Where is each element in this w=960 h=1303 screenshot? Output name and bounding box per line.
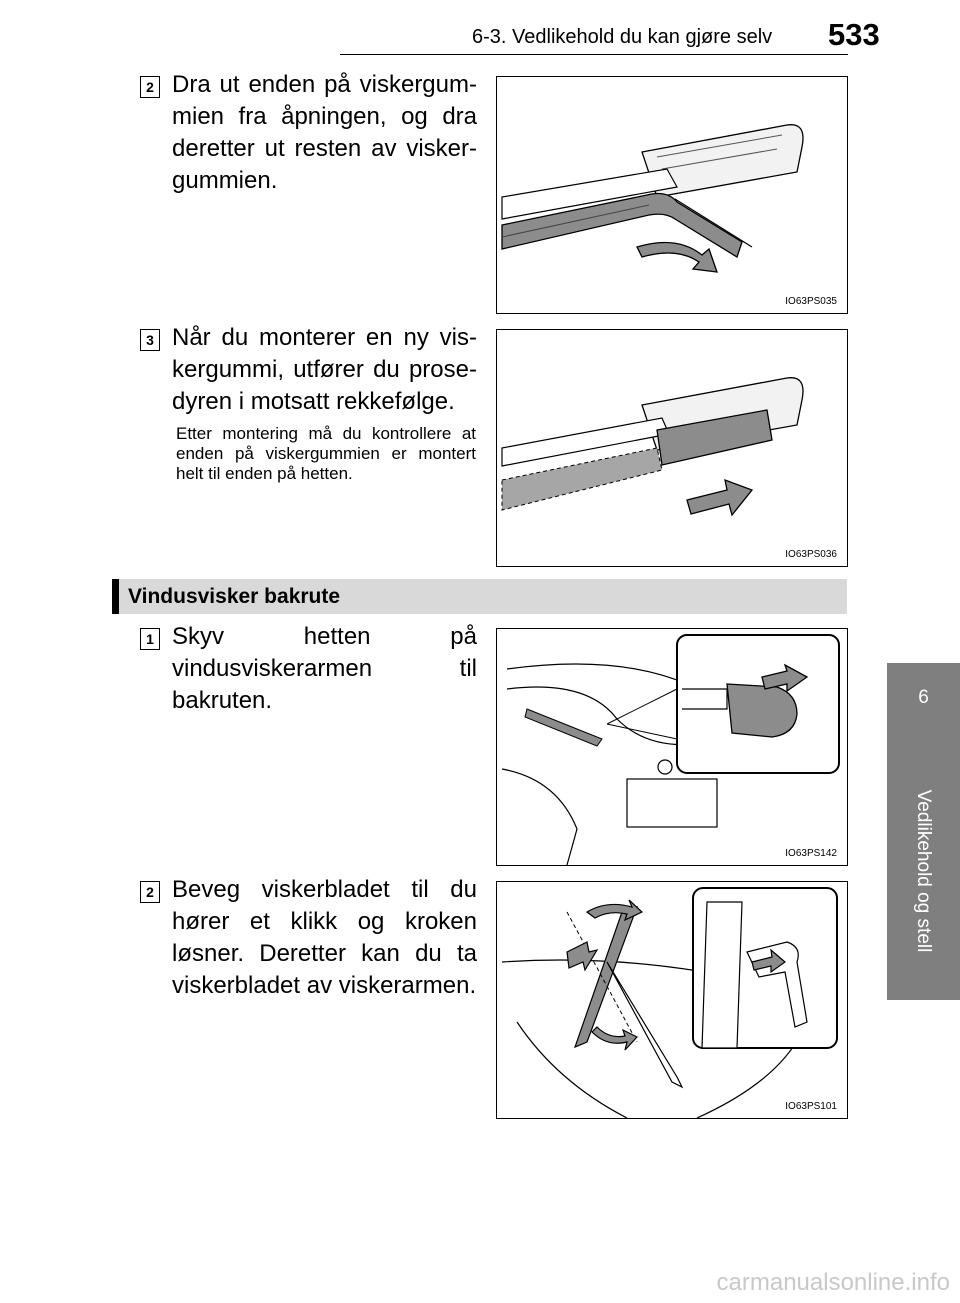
figure-rear-wiper-cap: IO63PS142 [496, 628, 848, 866]
step-number-badge: 2 [140, 881, 160, 903]
step-instruction-text: Dra ut enden på viskergum­mien fra åpnin… [172, 71, 477, 194]
figure-code: IO63PS101 [785, 1101, 837, 1112]
page-number: 533 [828, 17, 880, 52]
figure-code: IO63PS035 [785, 296, 837, 307]
step-instruction-text: Når du monterer en ny vis­kergummi, utfø… [172, 324, 477, 415]
wiper-rubber-illustration [501, 124, 804, 273]
rear-wiper-cap-illustration [501, 634, 840, 865]
figure-code: IO63PS036 [785, 549, 837, 560]
section-heading-accent [112, 579, 119, 614]
figure-remove-wiper-blade: IO63PS101 [496, 881, 848, 1119]
step-instruction-text: Beveg viskerbladet til du hører et klikk… [172, 876, 477, 999]
step-note-text: Etter montering må du kontrol­lere at en… [176, 424, 476, 483]
step-instruction-text: Skyv hetten på vindusviskerar­men til ba… [172, 623, 477, 714]
watermark-text: carmanualsonline.info [716, 1269, 950, 1296]
section-header-title: 6-3. Vedlikehold du kan gjøre selv [472, 26, 773, 48]
figure-install-wiper-rubber: IO63PS036 [496, 329, 848, 567]
figure-pull-wiper-rubber: IO63PS035 [496, 76, 848, 314]
step-number-badge: 3 [140, 329, 160, 351]
chapter-number: 6 [918, 687, 929, 708]
chapter-tab: 6 Vedlikehold og stell [887, 663, 960, 1000]
header-rule [340, 54, 848, 55]
chapter-title: Vedlikehold og stell [913, 789, 934, 953]
section-heading-title: Vindusvisker bakrute [128, 585, 341, 608]
wiper-install-illustration [501, 377, 804, 517]
step-number-badge: 2 [140, 76, 160, 98]
figure-code: IO63PS142 [785, 848, 837, 859]
step-number-badge: 1 [140, 628, 160, 650]
section-heading-bar: Vindusvisker bakrute [112, 579, 847, 614]
wiper-blade-removal-illustration [501, 887, 838, 1118]
